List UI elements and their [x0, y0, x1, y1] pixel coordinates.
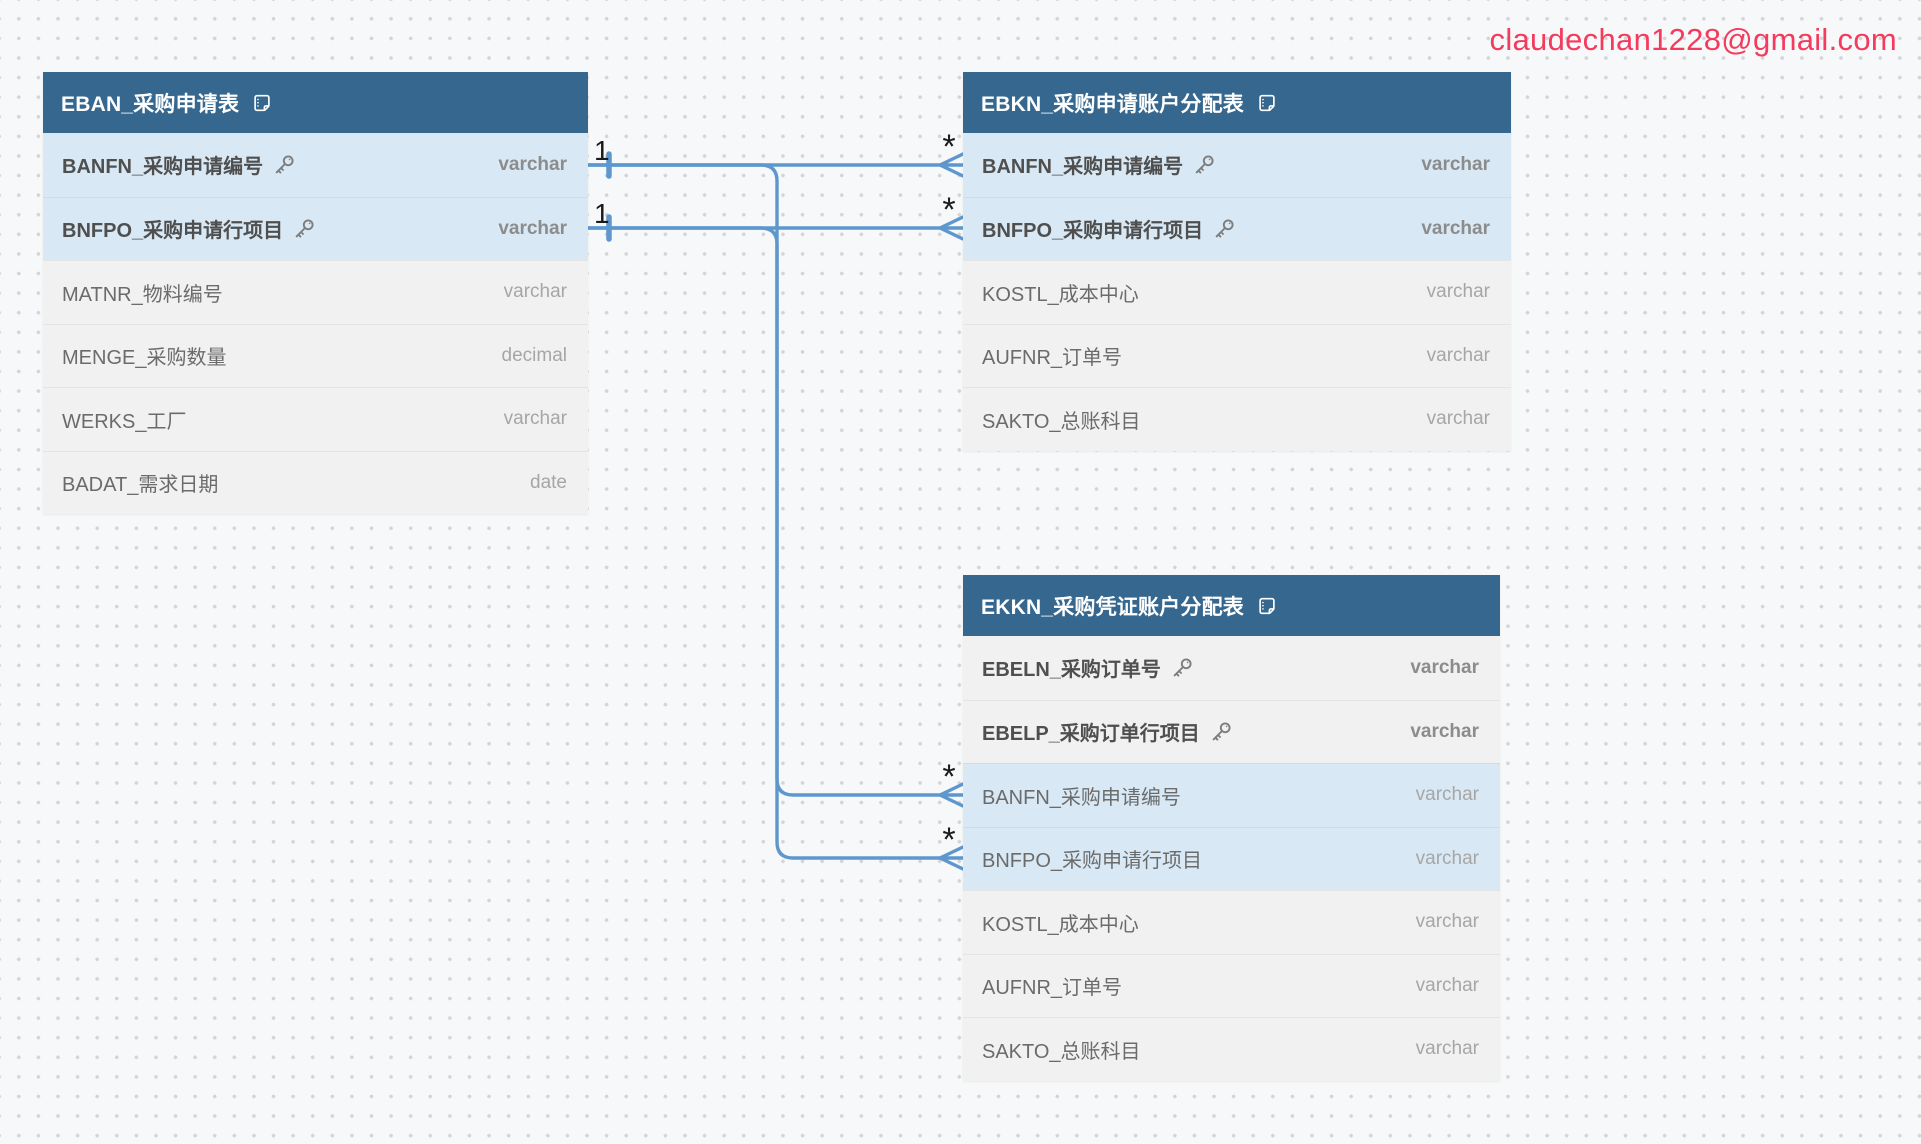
- field-type: varchar: [498, 217, 567, 239]
- key-icon: [1212, 722, 1231, 741]
- table-header[interactable]: EBAN_采购申请表: [43, 72, 588, 133]
- field-type: varchar: [498, 153, 567, 175]
- table-row[interactable]: SAKTO_总账科目 varchar: [963, 387, 1511, 451]
- watermark-email: claudechan1228@gmail.com: [1489, 22, 1897, 57]
- table-header[interactable]: EKKN_采购凭证账户分配表: [963, 575, 1500, 636]
- field-type: varchar: [1421, 153, 1490, 175]
- table-row[interactable]: BNFPO_采购申请行项目 varchar: [43, 196, 588, 260]
- relationship-line[interactable]: [586, 163, 942, 797]
- table-title: EKKN_采购凭证账户分配表: [981, 595, 1244, 619]
- field-type: varchar: [1426, 344, 1490, 366]
- field-type: varchar: [1415, 1038, 1479, 1060]
- field-type: varchar: [1415, 911, 1479, 933]
- field-type: varchar: [1426, 408, 1490, 430]
- field-name: KOSTL_成本中心: [982, 283, 1139, 306]
- field-type: varchar: [1410, 656, 1479, 678]
- cardinality-many: *: [942, 821, 955, 859]
- field-name: BANFN_采购申请编号: [982, 156, 1184, 179]
- table-row[interactable]: BANFN_采购申请编号 varchar: [963, 763, 1500, 827]
- table-row[interactable]: BNFPO_采购申请行项目 varchar: [963, 196, 1511, 260]
- field-name: MATNR_物料编号: [62, 283, 223, 306]
- table-title: EBKN_采购申请账户分配表: [981, 92, 1244, 116]
- field-name: SAKTO_总账科目: [982, 1040, 1141, 1063]
- field-name: BNFPO_采购申请行项目: [982, 220, 1204, 243]
- table-row[interactable]: WERKS_工厂 varchar: [43, 387, 588, 451]
- table-row[interactable]: EBELP_采购订单行项目 varchar: [963, 699, 1500, 763]
- cardinality-many: *: [942, 758, 955, 796]
- field-name: BNFPO_采购申请行项目: [982, 850, 1203, 873]
- field-type: varchar: [503, 281, 567, 303]
- relationship-line[interactable]: [586, 226, 942, 860]
- field-name: MENGE_采购数量: [62, 347, 227, 370]
- table-row[interactable]: AUFNR_订单号 varchar: [963, 323, 1511, 387]
- table-ekkn[interactable]: EKKN_采购凭证账户分配表 EBELN_采购订单号 varchar EBELP…: [963, 575, 1500, 1081]
- cardinality-one: 1: [594, 135, 610, 166]
- field-name: EBELP_采购订单行项目: [982, 723, 1200, 746]
- table-row[interactable]: KOSTL_成本中心 varchar: [963, 890, 1500, 954]
- cardinality-one: 1: [594, 198, 610, 229]
- table-row[interactable]: BADAT_需求日期 date: [43, 450, 588, 514]
- field-name: EBELN_采购订单号: [982, 659, 1161, 682]
- field-type: varchar: [1415, 784, 1479, 806]
- field-name: BANFN_采购申请编号: [982, 786, 1181, 809]
- field-type: varchar: [503, 408, 567, 430]
- key-icon: [295, 219, 314, 238]
- field-name: WERKS_工厂: [62, 410, 187, 433]
- crowsfoot-many-icon: [938, 845, 965, 871]
- key-icon: [1195, 155, 1214, 174]
- field-type: varchar: [1421, 217, 1490, 239]
- note-icon: [1259, 597, 1275, 614]
- field-name: BNFPO_采购申请行项目: [62, 220, 284, 243]
- table-eban[interactable]: EBAN_采购申请表 BANFN_采购申请编号 varchar BNFPO_采购…: [43, 72, 588, 514]
- note-icon: [1259, 94, 1275, 111]
- field-name: BADAT_需求日期: [62, 474, 219, 497]
- field-name: SAKTO_总账科目: [982, 410, 1141, 433]
- field-name: KOSTL_成本中心: [982, 913, 1139, 936]
- field-name: AUFNR_订单号: [982, 347, 1123, 370]
- cardinality-many: *: [942, 191, 955, 229]
- table-row[interactable]: KOSTL_成本中心 varchar: [963, 260, 1511, 324]
- table-row[interactable]: BANFN_采购申请编号 varchar: [963, 133, 1511, 197]
- key-icon: [1173, 658, 1192, 677]
- field-type: decimal: [501, 344, 567, 366]
- table-ebkn[interactable]: EBKN_采购申请账户分配表 BANFN_采购申请编号 varchar BNFP…: [963, 72, 1511, 451]
- table-row[interactable]: SAKTO_总账科目 varchar: [963, 1017, 1500, 1081]
- field-type: varchar: [1426, 281, 1490, 303]
- crowsfoot-many-icon: [938, 215, 965, 241]
- table-row[interactable]: BNFPO_采购申请行项目 varchar: [963, 826, 1500, 890]
- crowsfoot-many-icon: [938, 782, 965, 808]
- table-title: EBAN_采购申请表: [61, 92, 240, 116]
- field-name: AUFNR_订单号: [982, 977, 1123, 1000]
- cardinality-many: *: [942, 128, 955, 166]
- table-row[interactable]: MENGE_采购数量 decimal: [43, 323, 588, 387]
- note-icon: [254, 94, 270, 111]
- table-row[interactable]: BANFN_采购申请编号 varchar: [43, 133, 588, 197]
- field-type: varchar: [1410, 720, 1479, 742]
- crowsfoot-many-icon: [938, 152, 965, 178]
- table-row[interactable]: EBELN_采购订单号 varchar: [963, 636, 1500, 700]
- table-header[interactable]: EBKN_采购申请账户分配表: [963, 72, 1511, 133]
- field-name: BANFN_采购申请编号: [62, 156, 264, 179]
- key-icon: [1215, 219, 1234, 238]
- table-row[interactable]: MATNR_物料编号 varchar: [43, 260, 588, 324]
- field-type: varchar: [1415, 974, 1479, 996]
- table-row[interactable]: AUFNR_订单号 varchar: [963, 953, 1500, 1017]
- field-type: varchar: [1415, 847, 1479, 869]
- key-icon: [275, 155, 294, 174]
- field-type: date: [530, 471, 567, 493]
